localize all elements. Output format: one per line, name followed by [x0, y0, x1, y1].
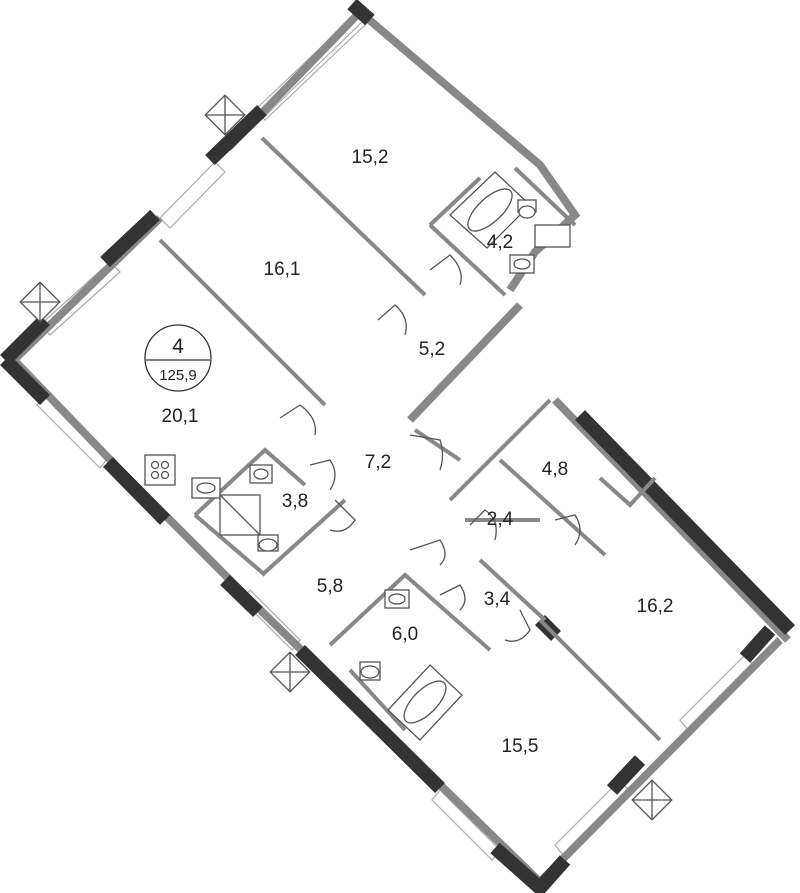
fixtures [144, 171, 571, 741]
total-area: 125,9 [159, 367, 197, 384]
bathtub-lower-icon [387, 664, 463, 741]
vent-x-icon [204, 94, 246, 136]
vent-x-icon [19, 281, 61, 323]
stove-icon [144, 454, 176, 486]
sink-small-icon [249, 464, 273, 484]
room-area-bedroom-bottom: 15,5 [502, 736, 539, 757]
kitchen-sink-icon [191, 477, 221, 499]
toilet-lower-icon [359, 661, 381, 681]
window-bands [36, 14, 754, 861]
room-area-bathroom-lower: 6,0 [392, 624, 418, 645]
room-area-bathroom-small: 3,8 [282, 491, 308, 512]
room-area-hall-lower: 3,4 [484, 589, 511, 610]
room-area-bedroom-top: 15,2 [352, 147, 389, 168]
sink-lower-icon [384, 589, 410, 609]
doors [279, 254, 581, 642]
vent-x-icon [631, 779, 673, 821]
room-area-hall-upper: 5,2 [419, 339, 445, 360]
room-area-bedroom-mid: 16,1 [264, 259, 301, 280]
rooms-count: 4 [172, 335, 184, 358]
vent-x-icon [269, 651, 311, 693]
room-area-bedroom-right: 16,2 [637, 596, 674, 617]
shower-icon [219, 494, 261, 536]
toilet-small-icon [257, 534, 279, 552]
vent-markers [19, 94, 673, 821]
room-area-closet: 2,4 [487, 509, 514, 530]
room-area-storage-right: 4,8 [542, 459, 568, 480]
room-area-bathroom-top: 4,2 [487, 232, 513, 253]
room-area-living-kitchen: 20,1 [162, 406, 199, 427]
apartment-badge: 4 125,9 [144, 324, 212, 392]
bathtub-icon [449, 171, 531, 249]
room-area-hall-central: 7,2 [365, 452, 391, 473]
sink-icon [509, 254, 535, 274]
toilet-icon [517, 199, 537, 219]
room-labels: 15,2 16,1 4,2 5,2 20,1 7,2 3,8 4,8 2,4 5… [162, 147, 674, 757]
closet-box-icon [534, 224, 571, 248]
inner-walls [158, 136, 662, 742]
room-area-corridor-low: 5,8 [317, 576, 343, 597]
